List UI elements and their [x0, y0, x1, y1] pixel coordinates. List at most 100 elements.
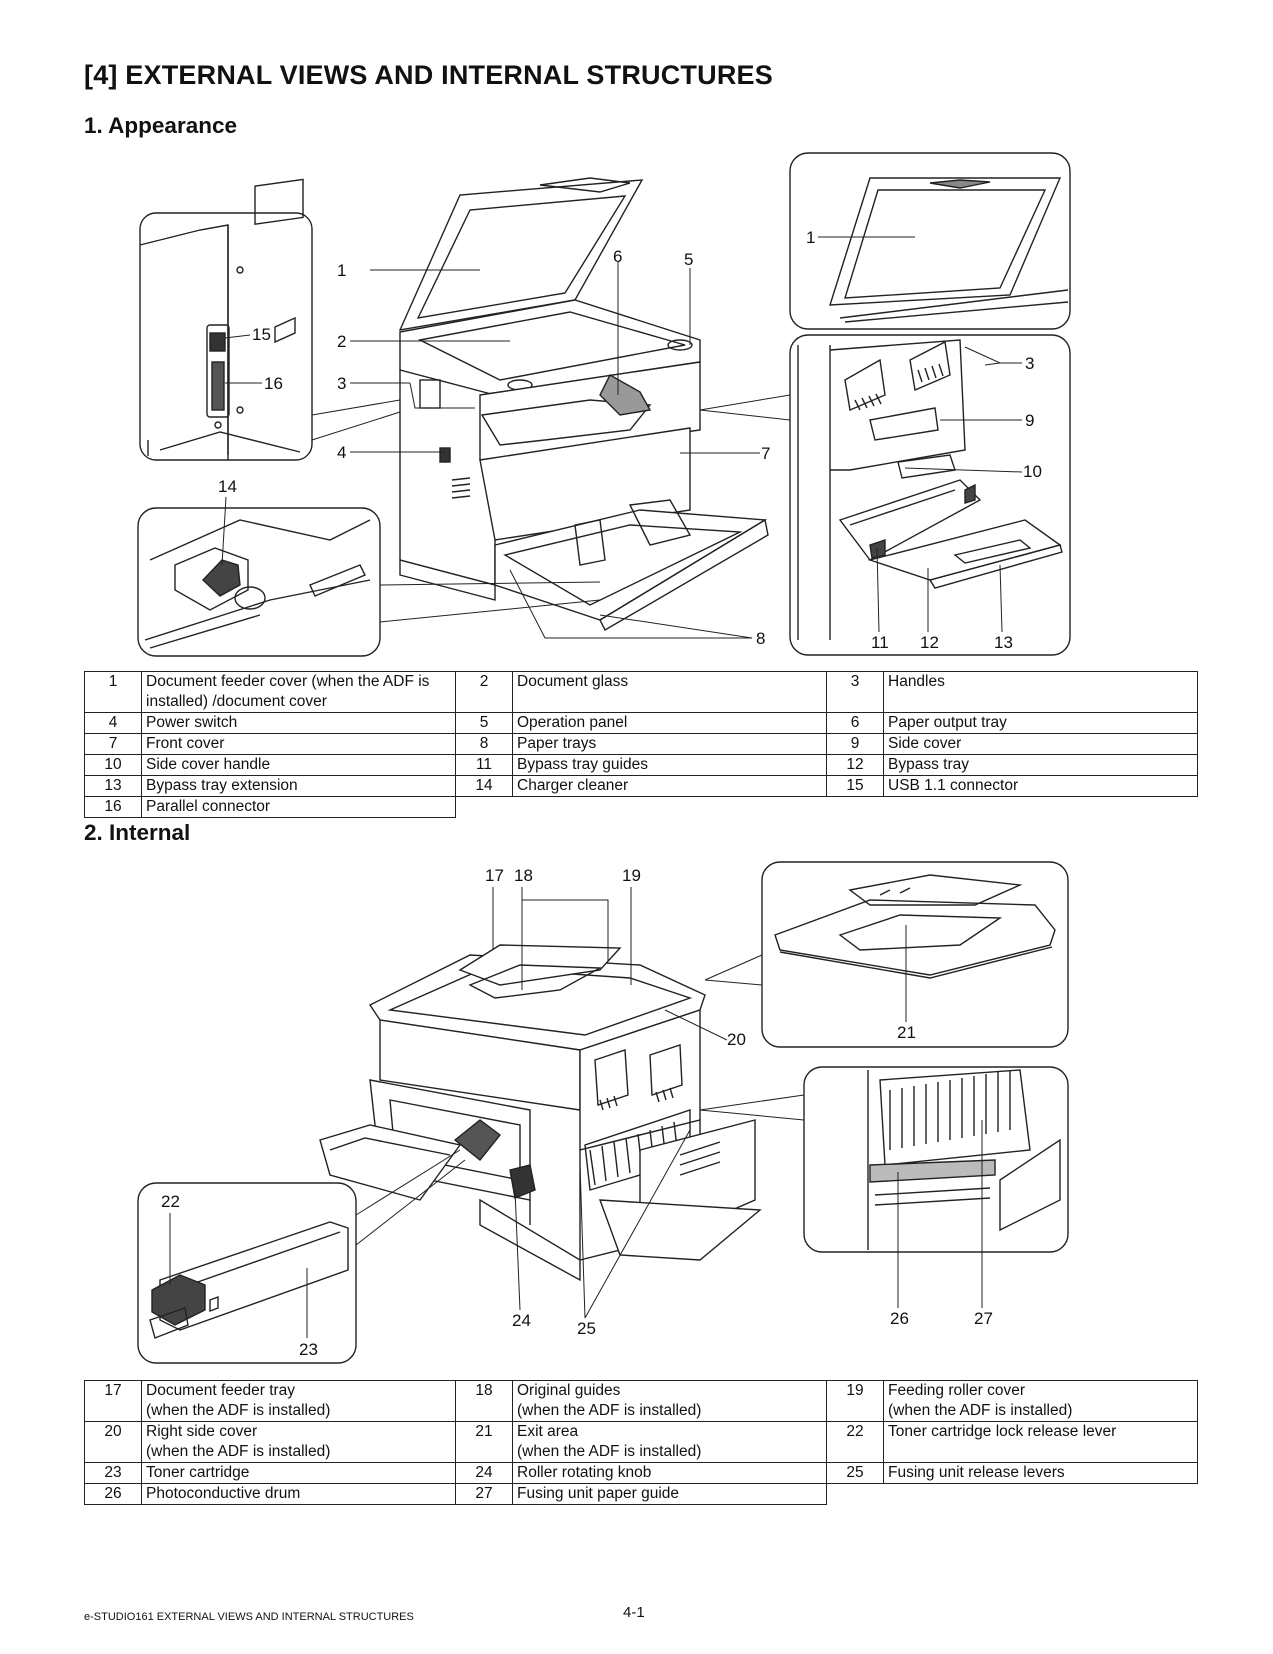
page-number: 4-1 [623, 1604, 645, 1621]
part-number: 17 [84, 1380, 142, 1422]
internal-callouts: 17 18 19 20 21 22 23 24 25 26 27 [161, 866, 993, 1359]
callout-1: 1 [337, 261, 346, 280]
document-cover-inset [789, 152, 1071, 330]
part-name: Side cover handle [141, 754, 456, 776]
part-name: Original guides (when the ADF is installe… [512, 1380, 827, 1422]
part-number: 9 [826, 733, 884, 755]
part-name-note: (when the ADF is installed) [888, 1402, 1073, 1419]
part-name: Paper trays [512, 733, 827, 755]
toner-cartridge-inset [137, 1182, 357, 1364]
callout-13: 13 [994, 633, 1013, 652]
part-name: Document feeder cover (when the ADF is i… [141, 671, 456, 713]
callout-5: 5 [684, 250, 693, 269]
part-name-note: (when the ADF is installed) [146, 1443, 331, 1460]
part-number: 16 [84, 796, 142, 818]
appearance-figure: 1 2 3 4 5 6 7 8 9 10 11 12 13 14 15 16 1… [0, 145, 1273, 665]
internal-figure: 17 18 19 20 21 22 23 24 25 26 27 [0, 855, 1273, 1375]
internal-parts-table: 17 Document feeder tray(when the ADF is … [84, 1380, 1198, 1505]
part-name: USB 1.1 connector [883, 775, 1198, 797]
part-number: 13 [84, 775, 142, 797]
callout-9: 9 [1025, 411, 1034, 430]
part-number: 2 [455, 671, 513, 713]
table-row: 10 Side cover handle 11 Bypass tray guid… [84, 754, 1198, 776]
part-name: Document glass [512, 671, 827, 713]
part-name: Toner cartridge [141, 1462, 456, 1484]
callout-18: 18 [514, 866, 533, 885]
part-name: Exit area (when the ADF is installed) [512, 1421, 827, 1463]
table-row: 4 Power switch 5 Operation panel 6 Paper… [84, 712, 1198, 734]
fusing-unit-inset [803, 1066, 1069, 1253]
footer-text: e-STUDIO161 EXTERNAL VIEWS AND INTERNAL … [84, 1611, 414, 1623]
part-name: Feeding roller cover (when the ADF is ins… [883, 1380, 1198, 1422]
callout-23: 23 [299, 1340, 318, 1359]
section-heading-appearance: 1. Appearance [84, 113, 237, 138]
part-name-main: Exit area [517, 1423, 579, 1440]
part-name: Fusing unit paper guide [512, 1483, 827, 1505]
callout-27: 27 [974, 1309, 993, 1328]
part-number: 8 [455, 733, 513, 755]
callout-14: 14 [218, 477, 237, 496]
part-name-main: Original guides [517, 1382, 621, 1399]
part-number: 3 [826, 671, 884, 713]
table-row: 23 Toner cartridge 24 Roller rotating kn… [84, 1462, 1198, 1484]
part-name: Parallel connector [141, 796, 456, 818]
callout-24: 24 [512, 1311, 531, 1330]
part-number: 18 [455, 1380, 513, 1422]
part-number: 23 [84, 1462, 142, 1484]
callout-7: 7 [761, 444, 770, 463]
part-number: 26 [84, 1483, 142, 1505]
part-name: Photoconductive drum [141, 1483, 456, 1505]
section-heading-internal: 2. Internal [84, 820, 191, 845]
part-number: 15 [826, 775, 884, 797]
part-name-main: Document feeder tray [146, 1382, 296, 1399]
table-row: 13 Bypass tray extension 14 Charger clea… [84, 775, 1198, 797]
part-name: Front cover [141, 733, 456, 755]
table-row: 16 Parallel connector [84, 796, 1198, 818]
callout-20: 20 [727, 1030, 746, 1049]
callout-22: 22 [161, 1192, 180, 1211]
table-row: 26 Photoconductive drum 27 Fusing unit p… [84, 1483, 1198, 1505]
part-name: Operation panel [512, 712, 827, 734]
part-number: 7 [84, 733, 142, 755]
callout-10: 10 [1023, 462, 1042, 481]
callout-26: 26 [890, 1309, 909, 1328]
part-number: 24 [455, 1462, 513, 1484]
page-title: [4] EXTERNAL VIEWS AND INTERNAL STRUCTUR… [84, 60, 773, 90]
table-row: 20 Right side cover (when the ADF is inst… [84, 1421, 1198, 1463]
charger-cleaner-inset [137, 507, 381, 657]
appearance-parts-table: 1 Document feeder cover (when the ADF is… [84, 671, 1198, 818]
part-number: 12 [826, 754, 884, 776]
part-name: Bypass tray extension [141, 775, 456, 797]
part-number: 6 [826, 712, 884, 734]
connector-inset [139, 178, 313, 461]
part-number: 20 [84, 1421, 142, 1463]
part-name: Toner cartridge lock release lever [883, 1421, 1198, 1463]
part-number: 1 [84, 671, 142, 713]
copier-main-illustration [398, 177, 769, 631]
part-number: 27 [455, 1483, 513, 1505]
part-number: 4 [84, 712, 142, 734]
part-name: Charger cleaner [512, 775, 827, 797]
part-name-note: (when the ADF is installed) [517, 1402, 702, 1419]
part-name: Bypass tray [883, 754, 1198, 776]
part-number: 25 [826, 1462, 884, 1484]
callout-8: 8 [756, 629, 765, 648]
part-name: Paper output tray [883, 712, 1198, 734]
part-number: 11 [455, 754, 513, 776]
part-name: Power switch [141, 712, 456, 734]
part-number: 5 [455, 712, 513, 734]
part-name-main: Right side cover [146, 1423, 258, 1440]
part-name-note: (when the ADF is installed) [517, 1443, 702, 1460]
callout-11: 11 [871, 633, 889, 652]
part-name: Roller rotating knob [512, 1462, 827, 1484]
part-number: 10 [84, 754, 142, 776]
part-number: 14 [455, 775, 513, 797]
table-row: 7 Front cover 8 Paper trays 9 Side cover [84, 733, 1198, 755]
callout-6: 6 [613, 247, 622, 266]
part-name: Document feeder tray(when the ADF is ins… [141, 1380, 456, 1422]
side-view-inset [789, 334, 1071, 656]
part-name-main: Feeding roller cover [888, 1382, 1025, 1399]
part-name: Bypass tray guides [512, 754, 827, 776]
part-number: 22 [826, 1421, 884, 1463]
callout-19: 19 [622, 866, 641, 885]
